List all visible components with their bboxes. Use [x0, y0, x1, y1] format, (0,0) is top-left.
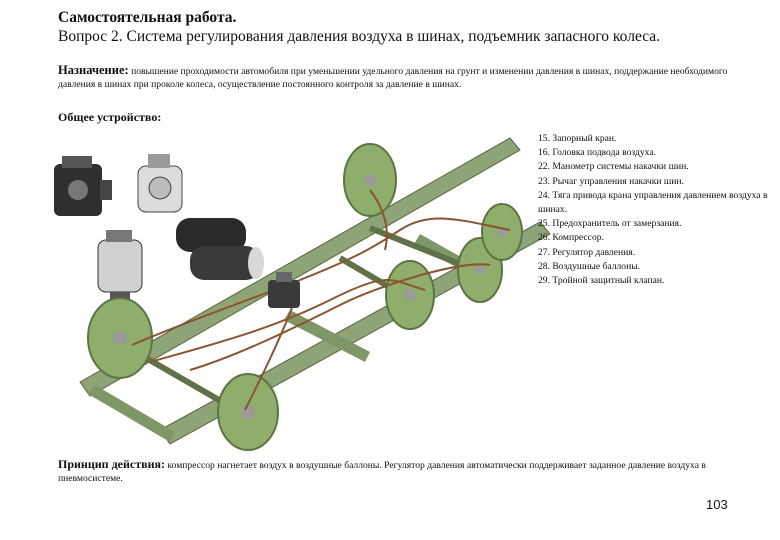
protection-valve-icon	[97, 230, 143, 302]
general-structure-heading: Общее устройство:	[58, 110, 162, 124]
purpose-paragraph: Назначение: повышение проходимости автом…	[58, 64, 758, 91]
legend-item: 25. Предохранитель от замерзания.	[538, 218, 682, 230]
slide-subtitle: Вопрос 2. Система регулирования давления…	[58, 28, 661, 45]
legend-item: 22. Манометр системы накачки шин.	[538, 161, 689, 173]
component-legend: 15. Запорный кран. 16. Головка подвода в…	[538, 132, 778, 288]
slide-title-block: Самостоятельная работа. Вопрос 2. Систем…	[58, 8, 660, 46]
slide-title: Самостоятельная работа.	[58, 9, 237, 26]
principle-label: Принцип действия:	[58, 457, 165, 471]
pressure-regulator-icon	[137, 154, 183, 213]
principle-paragraph: Принцип действия: компрессор нагнетает в…	[58, 458, 770, 485]
legend-item: 23. Рычаг управления накачки шин.	[538, 175, 684, 187]
legend-item: 27. Регулятор давления.	[538, 246, 636, 258]
air-pipes	[131, 189, 511, 411]
page-number: 103	[706, 497, 728, 512]
legend-item: 24. Тяга привода крана управления давлен…	[538, 189, 768, 216]
air-tanks-icon	[176, 218, 264, 280]
legend-item: 15. Запорный кран.	[538, 133, 617, 144]
chassis-illustration	[54, 137, 551, 451]
purpose-text: повышение проходимости автомобиля при ум…	[58, 66, 728, 90]
central-valve-icon	[268, 272, 300, 308]
legend-item: 26. Компрессор.	[538, 232, 604, 244]
purpose-label: Назначение:	[58, 63, 129, 77]
principle-text: компрессор нагнетает воздух в воздушные …	[58, 460, 706, 484]
legend-item: 28. Воздушные баллоны.	[538, 260, 641, 272]
legend-item: 16. Головка подвода воздуха.	[538, 147, 656, 159]
valve-component-icon	[54, 156, 112, 216]
legend-item: 29. Тройной защитный клапан.	[538, 275, 665, 287]
